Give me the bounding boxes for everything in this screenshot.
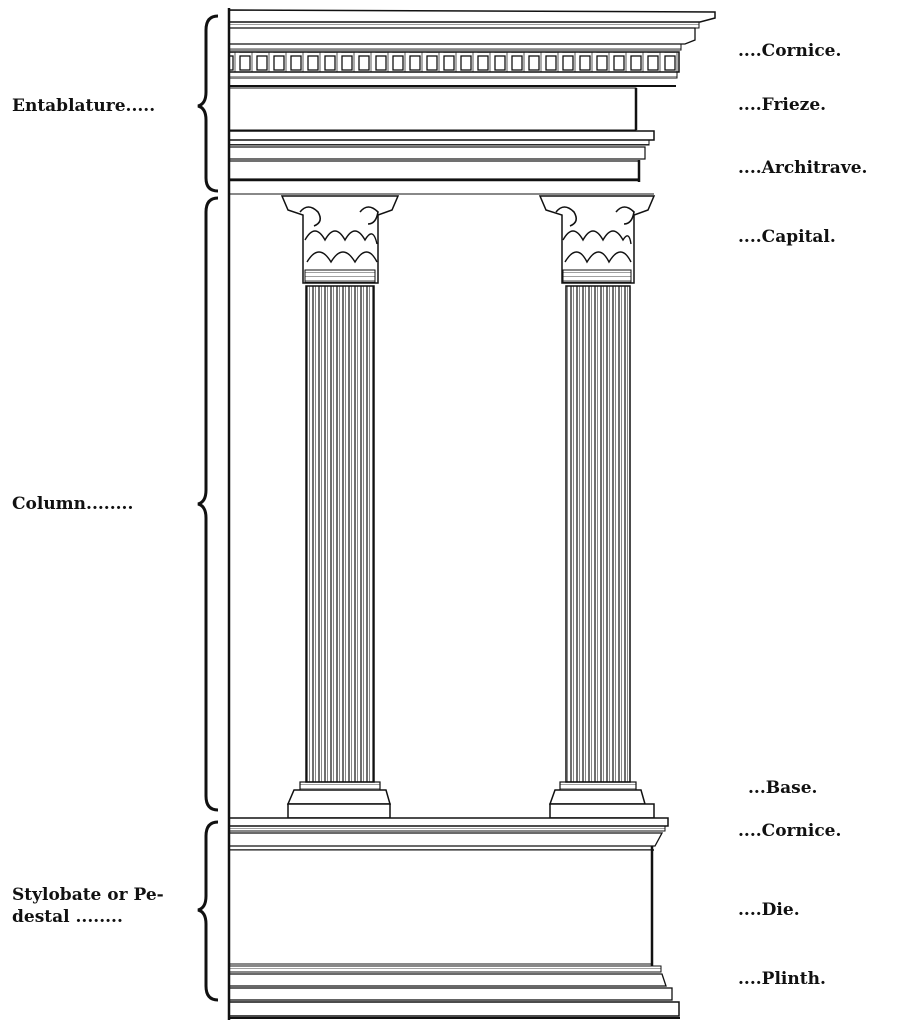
- label-cornice-top: ....Cornice.: [738, 41, 842, 61]
- stylobate-drawing: [228, 817, 680, 1019]
- label-architrave: ....Architrave.: [738, 158, 868, 178]
- cornice-bottom-drawing: [228, 817, 669, 851]
- cornice-top-drawing: [228, 9, 716, 87]
- label-cornice-bottom: ....Cornice.: [738, 821, 842, 841]
- architrave-drawing: [228, 130, 655, 195]
- label-frieze: ....Frieze.: [738, 95, 827, 115]
- label-entablature: Entablature.....: [12, 96, 156, 116]
- column-left-drawing: [280, 195, 400, 819]
- label-stylobate-line2: destal ........: [12, 907, 123, 927]
- label-die: ....Die.: [738, 900, 800, 920]
- label-plinth: ....Plinth.: [738, 969, 826, 989]
- brace-column: [197, 196, 219, 812]
- brace-stylobate: [197, 820, 219, 1002]
- frieze-drawing: [228, 87, 638, 131]
- label-capital: ....Capital.: [738, 227, 836, 247]
- base-left-drawing: [286, 781, 391, 819]
- plinth-drawing: [228, 965, 680, 1019]
- capital-right-drawing: [538, 195, 656, 284]
- capital-left-drawing: [280, 195, 400, 284]
- brace-entablature: [197, 14, 219, 193]
- die-drawing: [228, 846, 654, 966]
- label-base: ...Base.: [748, 778, 818, 798]
- column-right-drawing: [538, 195, 656, 819]
- entablature-drawing: [228, 9, 716, 195]
- label-column: Column........: [12, 494, 134, 514]
- label-stylobate-line1: Stylobate or Pe-: [12, 885, 164, 905]
- base-right-drawing: [548, 781, 655, 819]
